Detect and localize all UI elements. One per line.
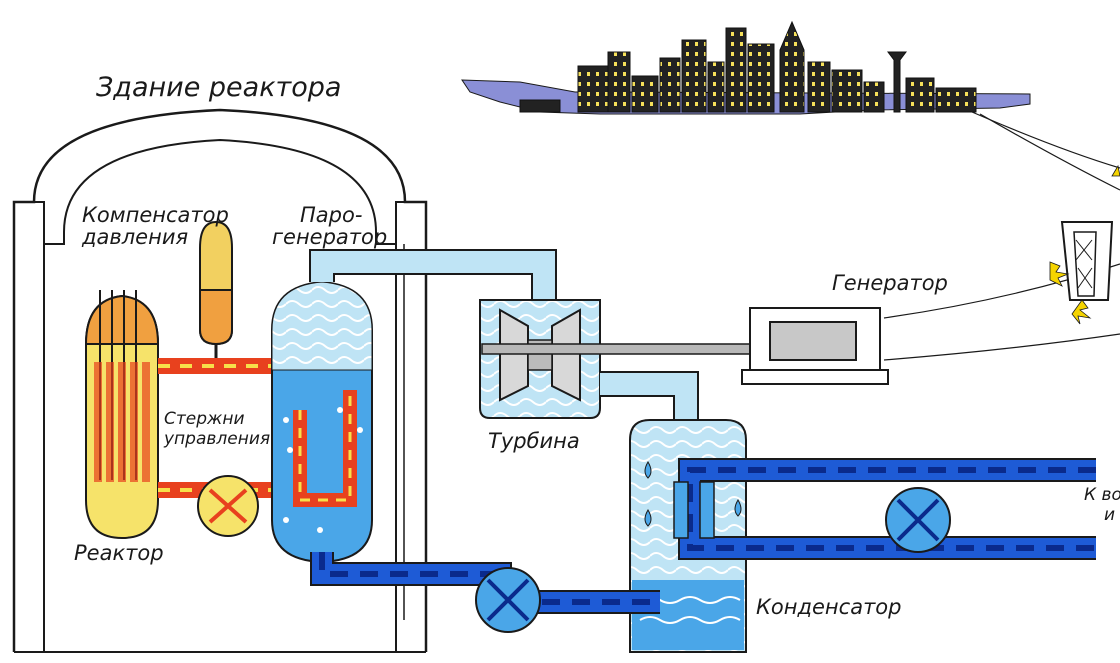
spire-building [779,20,805,113]
label-steam-generator-line1: Паро- [300,203,362,227]
building [905,77,935,113]
reactor-building [12,108,428,653]
label-steam-generator-line2: генератор [272,225,387,249]
fuel-assemblies [94,362,150,482]
building [863,81,885,113]
building [659,57,681,113]
label-pressurizer-line1: Компенсатор [82,203,229,227]
label-condenser: Конденсатор [756,595,901,619]
exhaust-pipe [600,371,699,430]
label-control-rods-line2: управления [163,429,270,449]
generator [741,307,889,385]
city-skyline [461,20,1031,115]
spark-icon [1049,164,1120,325]
building [725,27,747,113]
building [631,75,659,113]
steam-pipe [309,249,557,300]
label-reactor: Реактор [74,541,164,565]
circulating-pump [885,487,951,553]
turbine [479,299,601,419]
building [607,51,631,113]
building [831,69,863,113]
cooling-water-loop [673,458,1096,560]
pressurizer [199,220,233,360]
building [707,61,725,113]
label-reactor-building: Здание реактора [96,72,341,103]
label-water-source-line2: и [1104,505,1115,525]
building [935,87,977,113]
reactor-vessel [84,290,160,540]
label-turbine: Турбина [488,429,580,453]
building [577,65,609,113]
label-generator: Генератор [832,271,948,295]
reactor-coolant-pump [197,475,259,537]
transmission-tower [1060,221,1114,301]
label-pressurizer-line2: давления [81,225,188,249]
steam-generator [271,280,373,564]
tower [887,51,907,113]
building [747,43,775,113]
label-control-rods-line1: Стержни [164,409,245,429]
label-water-source-line1: К во [1084,485,1120,505]
building [681,39,707,113]
building [519,99,561,113]
building [807,61,831,113]
feedwater-pump [475,567,541,633]
